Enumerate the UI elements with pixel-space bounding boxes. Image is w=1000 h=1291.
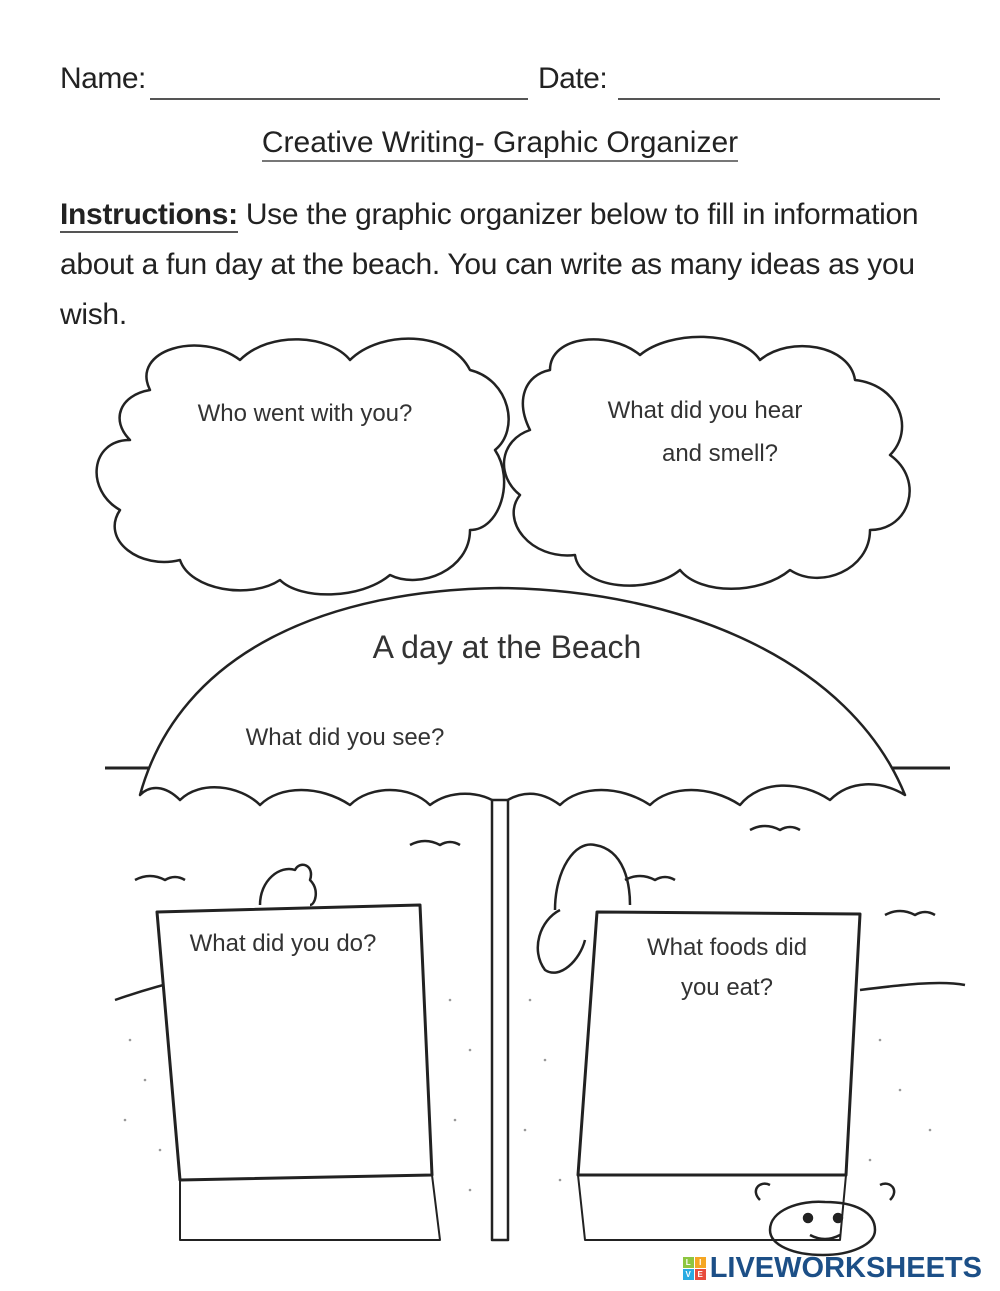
name-label: Name: [60, 62, 146, 95]
date-label: Date: [538, 62, 608, 95]
prompt-do: What did you do? [190, 930, 377, 957]
bird-left [258, 863, 317, 907]
instructions-label: Instructions: [60, 198, 238, 233]
instructions: Instructions: Use the graphic organizer … [60, 190, 960, 340]
umbrella-title: A day at the Beach [373, 629, 642, 665]
prompt-hear-line1: What did you hear [608, 397, 803, 424]
prompt-foods-line1: What foods did [647, 934, 807, 961]
page-title-text: Creative Writing- Graphic Organizer [261, 126, 739, 162]
pelican [536, 843, 632, 974]
crab [754, 1182, 896, 1257]
logo-mark-icon: L I V E [682, 1257, 706, 1280]
logo-mark-l: L [682, 1257, 694, 1268]
date-field[interactable] [618, 98, 940, 100]
name-field[interactable] [150, 98, 528, 100]
page-title: Creative Writing- Graphic Organizer [0, 126, 1000, 162]
prompt-see: What did you see? [246, 724, 445, 751]
logo-mark-i: I [694, 1257, 706, 1268]
cloud-left [95, 337, 510, 596]
umbrella-pole [490, 798, 510, 1242]
instructions-text: Use the graphic organizer below to fill … [60, 198, 919, 331]
sand-texture [123, 998, 932, 1192]
logo-mark-v: V [682, 1269, 694, 1280]
prompt-foods-line2: you eat? [681, 974, 773, 1001]
liveworksheets-logo: L I V E LIVEWORKSHEETS [682, 1252, 982, 1285]
logo-text: LIVEWORKSHEETS [709, 1252, 982, 1284]
logo-mark-e: E [694, 1269, 706, 1280]
umbrella [138, 586, 907, 807]
prompt-hear-line2: and smell? [662, 440, 778, 467]
prompt-who: Who went with you? [198, 400, 413, 427]
cloud-right [502, 335, 911, 590]
